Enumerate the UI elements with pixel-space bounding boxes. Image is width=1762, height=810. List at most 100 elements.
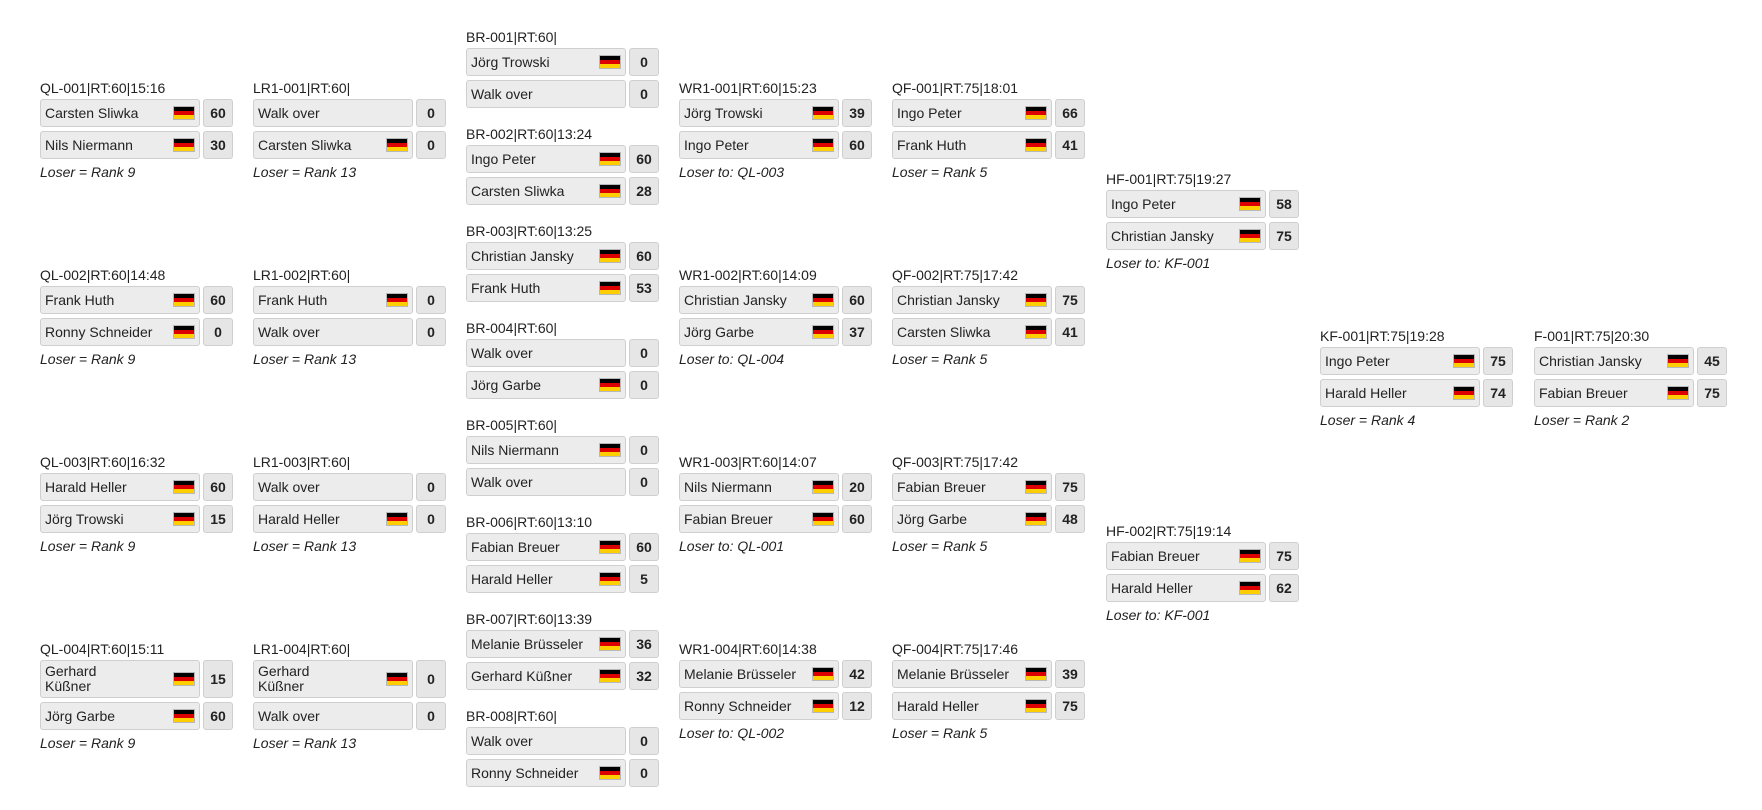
player-box[interactable]: Christian Jansky: [466, 242, 626, 270]
player-name: Ingo Peter: [471, 151, 536, 167]
player-box[interactable]: Jörg Garbe: [466, 371, 626, 399]
germany-flag-icon: [1667, 386, 1689, 400]
player-box[interactable]: Gerhard Küßner: [253, 660, 413, 698]
player-name: Ronny Schneider: [471, 765, 579, 781]
germany-flag-icon: [599, 766, 621, 780]
player-box[interactable]: Ingo Peter: [1320, 347, 1480, 375]
germany-flag-icon: [812, 106, 834, 120]
player-box[interactable]: Nils Niermann: [40, 131, 200, 159]
player-box[interactable]: Christian Jansky: [1106, 222, 1266, 250]
match-title: BR-006|RT:60|13:10: [466, 514, 593, 530]
player-box[interactable]: Christian Jansky: [1534, 347, 1694, 375]
player-box[interactable]: Harald Heller: [892, 692, 1052, 720]
match-note: Loser to: QL-001: [679, 538, 785, 554]
match-note: Loser = Rank 5: [892, 351, 988, 367]
player-box[interactable]: Fabian Breuer: [1106, 542, 1266, 570]
match-title: QF-001|RT:75|18:01: [892, 80, 1019, 96]
player-box[interactable]: Walk over: [253, 318, 413, 346]
player-name: Ronny Schneider: [684, 698, 792, 714]
player-name: Frank Huth: [45, 292, 115, 308]
player-box[interactable]: Melanie Brüsseler: [892, 660, 1052, 688]
player-box[interactable]: Frank Huth: [253, 286, 413, 314]
player-box[interactable]: Ronny Schneider: [466, 759, 626, 787]
match-note: Loser = Rank 5: [892, 538, 988, 554]
player-name: Jörg Trowski: [45, 511, 124, 527]
player-box[interactable]: Jörg Trowski: [679, 99, 839, 127]
player-box[interactable]: Harald Heller: [40, 473, 200, 501]
player-name: Ingo Peter: [897, 105, 962, 121]
player-box[interactable]: Ingo Peter: [466, 145, 626, 173]
player-box[interactable]: Fabian Breuer: [466, 533, 626, 561]
player-box[interactable]: Ingo Peter: [1106, 190, 1266, 218]
player-box[interactable]: Walk over: [253, 702, 413, 730]
match-note: Loser = Rank 2: [1534, 412, 1630, 428]
player-box[interactable]: Carsten Sliwka: [40, 99, 200, 127]
player-box[interactable]: Fabian Breuer: [679, 505, 839, 533]
player-name: Fabian Breuer: [684, 511, 773, 527]
player-box[interactable]: Ingo Peter: [892, 99, 1052, 127]
score-box: 0: [416, 702, 446, 730]
player-box[interactable]: Harald Heller: [253, 505, 413, 533]
player-box[interactable]: Walk over: [253, 99, 413, 127]
player-box[interactable]: Walk over: [466, 468, 626, 496]
player-box[interactable]: Christian Jansky: [892, 286, 1052, 314]
match-title: QL-004|RT:60|15:11: [40, 641, 165, 657]
player-box[interactable]: Frank Huth: [892, 131, 1052, 159]
score-box: 75: [1055, 473, 1085, 501]
player-box[interactable]: Jörg Garbe: [679, 318, 839, 346]
player-name: Gerhard Küßner: [45, 664, 97, 694]
player-box[interactable]: Jörg Trowski: [40, 505, 200, 533]
player-box[interactable]: Nils Niermann: [466, 436, 626, 464]
player-box[interactable]: Ronny Schneider: [679, 692, 839, 720]
player-box[interactable]: Jörg Trowski: [466, 48, 626, 76]
match-title: KF-001|RT:75|19:28: [1320, 328, 1445, 344]
player-box[interactable]: Frank Huth: [40, 286, 200, 314]
player-box[interactable]: Nils Niermann: [679, 473, 839, 501]
germany-flag-icon: [599, 281, 621, 295]
player-name: Nils Niermann: [45, 137, 133, 153]
player-box[interactable]: Carsten Sliwka: [466, 177, 626, 205]
player-name: Fabian Breuer: [471, 539, 560, 555]
player-box[interactable]: Walk over: [466, 727, 626, 755]
player-box[interactable]: Carsten Sliwka: [253, 131, 413, 159]
player-box[interactable]: Jörg Garbe: [892, 505, 1052, 533]
player-box[interactable]: Melanie Brüsseler: [679, 660, 839, 688]
player-box[interactable]: Gerhard Küßner: [40, 660, 200, 698]
score-box: 75: [1269, 542, 1299, 570]
player-box[interactable]: Harald Heller: [466, 565, 626, 593]
match-title: HF-001|RT:75|19:27: [1106, 171, 1232, 187]
germany-flag-icon: [812, 512, 834, 526]
player-box[interactable]: Jörg Garbe: [40, 702, 200, 730]
player-name: Harald Heller: [471, 571, 553, 587]
score-box: 30: [203, 131, 233, 159]
player-box[interactable]: Christian Jansky: [679, 286, 839, 314]
match-title: LR1-004|RT:60|: [253, 641, 351, 657]
player-box[interactable]: Ingo Peter: [679, 131, 839, 159]
player-box[interactable]: Fabian Breuer: [892, 473, 1052, 501]
player-box[interactable]: Carsten Sliwka: [892, 318, 1052, 346]
player-box[interactable]: Walk over: [253, 473, 413, 501]
player-box[interactable]: Melanie Brüsseler: [466, 630, 626, 658]
player-name: Christian Jansky: [1539, 353, 1642, 369]
player-box[interactable]: Fabian Breuer: [1534, 379, 1694, 407]
player-box[interactable]: Harald Heller: [1106, 574, 1266, 602]
player-box[interactable]: Walk over: [466, 80, 626, 108]
germany-flag-icon: [1239, 197, 1261, 211]
player-box[interactable]: Frank Huth: [466, 274, 626, 302]
player-box[interactable]: Ronny Schneider: [40, 318, 200, 346]
player-name: Walk over: [471, 733, 533, 749]
germany-flag-icon: [812, 138, 834, 152]
player-box[interactable]: Walk over: [466, 339, 626, 367]
player-box[interactable]: Gerhard Küßner: [466, 662, 626, 690]
player-box[interactable]: Harald Heller: [1320, 379, 1480, 407]
